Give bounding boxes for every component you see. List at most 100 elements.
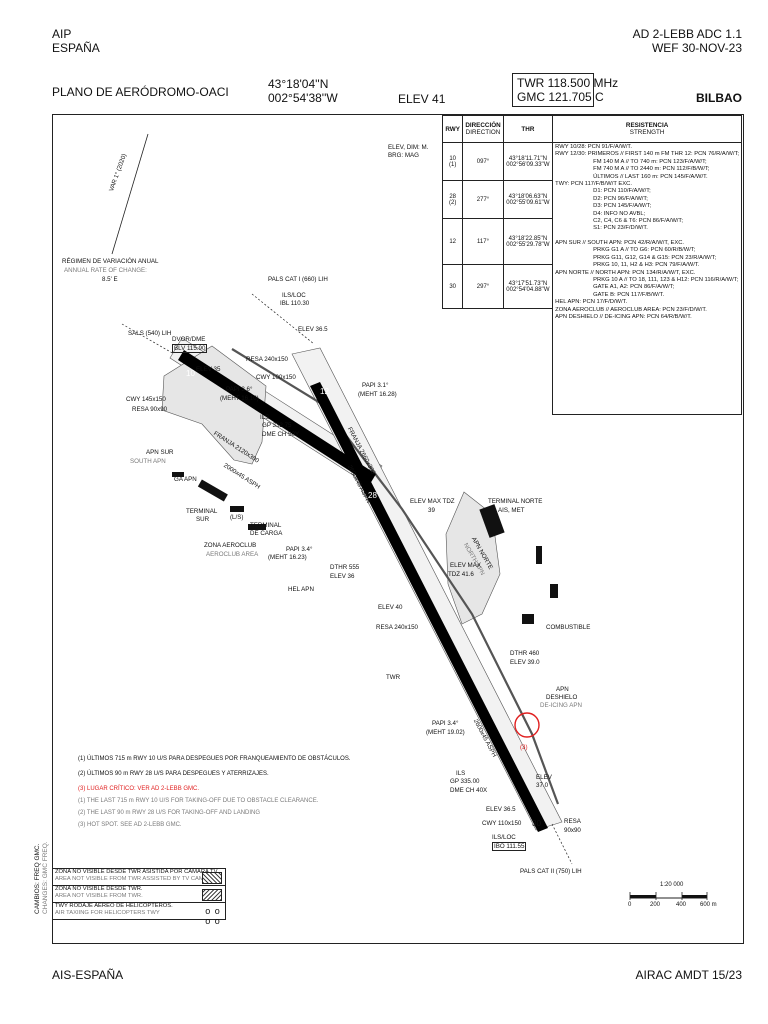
scale-bar <box>629 892 708 900</box>
rwy-12-label: 12 <box>320 387 329 396</box>
twr-ls-label: TWR <box>230 506 245 513</box>
strength-line: PRKG G1 A // TO G6: PCN 60/R/B/W/T; <box>593 247 696 254</box>
cargo-building <box>230 506 244 512</box>
gmc-frequency: GMC 121.705 C <box>517 90 604 104</box>
strength-line: ÚLTIMOS // LAST 160 m: PCN 145/F/A/W/T. <box>593 173 708 180</box>
dvor-freq-label: BLV 115.90 <box>172 344 208 354</box>
scale-tick-600: 600 m <box>700 902 717 908</box>
col-rwy: RWY <box>441 115 464 143</box>
strength-line: ZONA AEROCLUB // AEROCLUB AREA: PCN 23/F… <box>555 306 707 313</box>
resa90-label: RESA 90x90 <box>132 406 168 413</box>
south-apn-label: SOUTH APN <box>130 458 166 465</box>
elev-tdz39-value: 39 <box>428 507 435 514</box>
cwy-bottom-label: CWY 110x150 <box>482 820 522 827</box>
strength-line: FM 140 M A // TO 740 m: PCN 123/F/A/W/T; <box>593 158 707 165</box>
city-name: BILBAO <box>696 91 742 105</box>
south-apron-area <box>161 345 267 465</box>
elev365-bottom-label: ELEV 36.5 <box>486 806 516 813</box>
side-note-en: CHANGES: GMC FREQ. <box>42 841 49 914</box>
country-label: ESPAÑA <box>52 41 100 55</box>
heli-twy-symbol: o o o o <box>205 906 221 926</box>
strength-line: APN NORTE // NORTH APN: PCN 134/R/A/W/T,… <box>555 269 696 276</box>
aeroclub-area-label: AEROCLUB AREA <box>206 551 259 558</box>
elev36-label: ELEV 36 <box>330 573 355 580</box>
rwy-28-label: 28 <box>368 491 377 500</box>
note-es-1: (1) ÚLTIMOS 715 m RWY 10 U/S PARA DESPEG… <box>78 756 351 762</box>
legend-box: ZONA NO VISIBLE DESDE TWR ASISTIDA POR C… <box>52 868 226 926</box>
strength-line: RWY 12/30: PRIMEROS // FIRST 140 m FM TH… <box>555 151 739 158</box>
terminal-sur-building <box>197 479 228 502</box>
strength-line: D4: INFO NO AVBL; <box>593 210 646 217</box>
meht1623-label: (MEHT 16.23) <box>268 554 307 561</box>
scale-ratio: 1:20 000 <box>660 882 684 888</box>
elev-max-label: ELEV MAX <box>450 562 481 569</box>
strength-line: PRKG 10, 11, H2 & H3: PCN 79/F/A/W/T. <box>593 262 700 269</box>
note-es-2: (2) ÚLTIMOS 90 m RWY 28 U/S PARA DESPEGU… <box>78 771 269 777</box>
rwy-30-label: 30 <box>532 819 541 828</box>
effective-date: WEF 30-NOV-23 <box>651 41 742 55</box>
cwy145-label: CWY 145x150 <box>126 396 166 403</box>
aerodrome-elev: ELEV 41 <box>398 92 446 106</box>
hel-apn-label: HEL APN <box>288 586 314 593</box>
aip-label: AIP <box>52 27 72 41</box>
elev40-label: ELEV 40 <box>378 604 403 611</box>
north-building-2 <box>550 584 558 598</box>
terminal-norte-building <box>479 504 505 538</box>
strength-line: D3: PCN 145/F/A/W/T; <box>593 203 652 210</box>
strength-line <box>555 233 739 240</box>
resa-bottom-label: RESA <box>564 818 581 825</box>
arp-lon: 002°54'38''W <box>268 91 338 105</box>
north-building-1 <box>536 546 542 564</box>
twr-frequency: TWR 118.500 MHz <box>517 76 619 90</box>
rwy-10-label: 10 <box>186 369 195 378</box>
terminal-carga-label-2: DE CARGA <box>250 530 283 537</box>
approach-lights-10 <box>121 323 175 355</box>
footer-right: AIRAC AMDT 15/23 <box>635 968 743 982</box>
strength-line: PRKG 10 A // TO 18, 111, 123 & H12: PCN … <box>593 276 739 283</box>
variation-es: RÉGIMEN DE VARIACIÓN ANUAL <box>62 258 159 265</box>
deicing-apn-label: DE-ICING APN <box>540 702 582 709</box>
papi34-label: PAPI 3.4° <box>286 546 313 553</box>
apn-sur-label: APN SUR <box>146 449 174 456</box>
hotspot-circle <box>514 712 540 738</box>
aerodrome-map <box>111 133 708 900</box>
side-note-es: CAMBIOS: FREQ GMC. <box>34 843 41 914</box>
col-thr: THR <box>502 115 554 143</box>
tdz416-label: TDZ 41.6 <box>448 571 474 578</box>
variation-en: ANNUAL RATE OF CHANGE: <box>64 267 147 274</box>
ibl-label: IBL 110.30 <box>280 300 310 307</box>
parallel-taxiway <box>231 348 560 805</box>
ils-loc-top-label: ILS/LOC <box>282 292 306 299</box>
meht1610-label: (MEHT 16.10) <box>220 395 259 402</box>
note-en-1: (1) THE LAST 715 m RWY 10 U/S FOR TAKING… <box>78 798 319 804</box>
zona-aeroclub-label: ZONA AEROCLUB <box>204 542 257 549</box>
aeroclub-building <box>248 524 266 530</box>
dmech40x-label: DME CH 40X <box>450 787 488 794</box>
cwy-top-label: CWY 100x150 <box>256 374 296 381</box>
footer-left: AIS-ESPAÑA <box>52 968 124 982</box>
strength-line: S1: PCN 23/F/D/W/T. <box>593 225 648 232</box>
approach-lights-12 <box>251 293 315 345</box>
elev-dim-note: ELEV, DIM: M. <box>388 144 429 151</box>
papi34b-label: PAPI 3.4° <box>432 720 459 727</box>
dmech50y-label: DME CH 50Y <box>262 431 300 438</box>
legend-row-not-visible: ZONA NO VISIBLE DESDE TWR. AREA NOT VISI… <box>53 886 225 903</box>
elev35-label: ELEV 35 <box>196 366 221 373</box>
meht1628-label: (MEHT 16.28) <box>358 391 397 398</box>
dvor-label: DVOR/DME <box>172 336 206 343</box>
strength-line: C2, C4, C6 & T6: PCN 86/F/A/W/T; <box>593 218 683 225</box>
pals-cat2-label: PALS CAT II (750) LIH <box>520 868 582 875</box>
variation-value: 8.5' E <box>102 276 118 283</box>
chart-frame <box>52 114 744 944</box>
twr2-label: TWR <box>386 674 401 681</box>
terminal-sur-label: TERMINAL <box>186 508 218 515</box>
elev-tdz39-label: ELEV MAX TDZ <box>410 498 455 505</box>
strength-line: APN DESHIELO // DE-ICING APN: PCN 64/R/B… <box>555 313 692 320</box>
brg-note: BRG: MAG <box>388 152 419 159</box>
terminal-norte-ais-label: AIS, MET <box>498 507 525 514</box>
hotspot-label: (3) <box>520 744 528 751</box>
resa-bottom-label-2: 90x90 <box>564 827 581 834</box>
